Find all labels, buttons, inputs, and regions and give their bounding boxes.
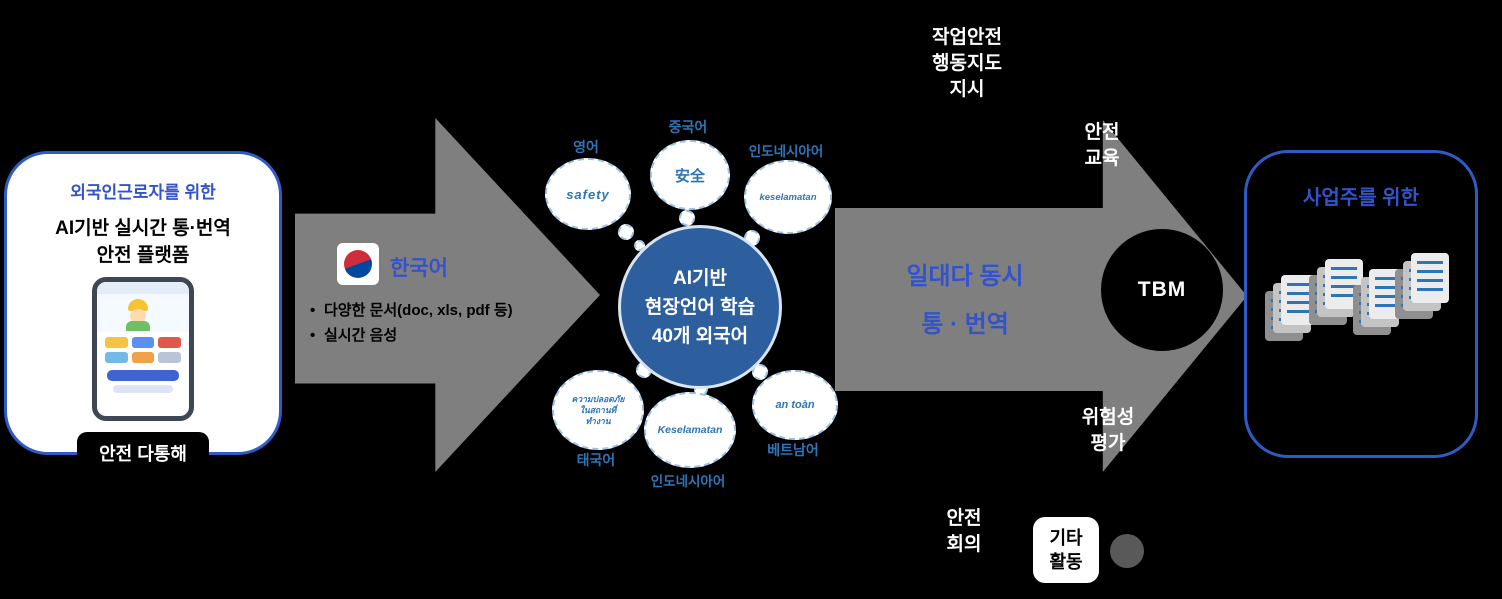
- bubble-label-indonesian-bottom: 인도네시아어: [650, 474, 726, 489]
- speech-bubble-chinese: 安全: [650, 140, 730, 210]
- card-title: AI기반 실시간 통·번역 안전 플랫폼: [55, 218, 231, 266]
- tbm-circle: TBM: [1101, 229, 1223, 351]
- activity-etc-badge: 기타 활동: [1033, 517, 1099, 583]
- employer-card: 사업주를 위한: [1244, 150, 1478, 458]
- activity-safety-meeting: 안전 회의: [946, 508, 982, 555]
- mascot-body-icon: [126, 321, 150, 331]
- activity-work-safety-guidance: 작업안전 행동지도 지시: [932, 27, 1002, 100]
- taegeuk-icon: [344, 250, 372, 278]
- phone-statusbar: [97, 282, 189, 294]
- output-text-line1: 일대다 동시: [906, 263, 1024, 290]
- activity-safety-education: 안전 교육: [1084, 122, 1120, 169]
- activity-risk-assessment: 위험성 평가: [1081, 407, 1135, 454]
- phone-app-tiles: [97, 332, 189, 368]
- bubble-label-indonesian-top: 인도네시아어: [748, 144, 824, 159]
- speech-bubble-thai: ความปลอดภัย ในสถานที่ ทำงาน: [552, 370, 644, 450]
- ai-core-circle: AI기반 현장언어 학습 40개 외국어: [618, 225, 782, 389]
- phone-mockup: [92, 277, 194, 421]
- app-name-badge: 안전 다통해: [77, 432, 209, 474]
- employer-card-title: 사업주를 위한: [1303, 187, 1419, 209]
- speech-bubble-indonesian-bottom: Keselamatan: [644, 392, 736, 468]
- gray-dot-icon: [1110, 534, 1144, 568]
- bubble-label-chinese: 중국어: [668, 119, 708, 135]
- document-stack-icon: [1395, 253, 1455, 331]
- document-stacks: [1265, 251, 1461, 369]
- bubble-label-thai: 태국어: [576, 452, 616, 468]
- bubble-tail-dot: [679, 210, 695, 226]
- speech-bubble-vietnamese: an toàn: [752, 370, 838, 440]
- foreign-worker-card: 외국인근로자를 위한 AI기반 실시간 통·번역 안전 플랫폼 안전 다통해: [4, 151, 282, 474]
- mascot-hat-icon: [128, 299, 148, 311]
- korean-flag-icon: [337, 243, 379, 285]
- bubble-tail-dot: [752, 364, 768, 380]
- phone-primary-button: [107, 370, 179, 381]
- speech-bubble-english: safety: [545, 158, 631, 230]
- korean-language-label: 한국어: [390, 257, 448, 280]
- input-bullet-voice: 실시간 음성: [308, 323, 580, 348]
- output-text-line2: 통 · 번역: [921, 311, 1009, 338]
- bubble-label-vietnamese: 베트남어: [767, 442, 819, 458]
- phone-mascot: [97, 294, 189, 332]
- bubble-label-english: 영어: [573, 139, 599, 155]
- speech-bubble-indonesian-top: keselamatan: [744, 160, 832, 234]
- input-bullet-documents: 다양한 문서(doc, xls, pdf 등): [308, 298, 580, 323]
- mascot-face-icon: [130, 309, 146, 323]
- input-source-list: 다양한 문서(doc, xls, pdf 등) 실시간 음성: [308, 298, 580, 348]
- phone-secondary-bar: [113, 385, 173, 393]
- bubble-tail-dot: [618, 224, 634, 240]
- card-subtitle: 외국인근로자를 위한: [70, 183, 216, 202]
